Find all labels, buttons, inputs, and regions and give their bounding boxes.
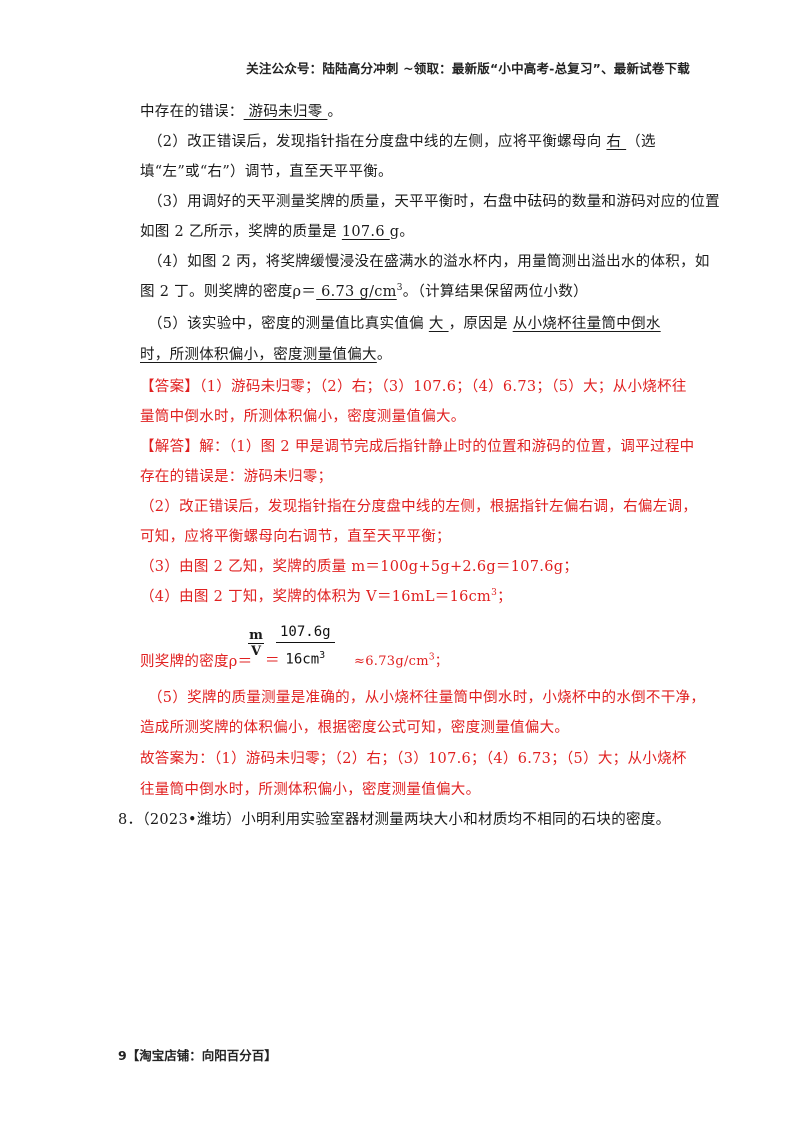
- solution-line-6: （4）由图 2 丁知，奖牌的体积为 V＝16mL＝16cm3；: [140, 585, 512, 606]
- superscript: 3: [319, 650, 326, 661]
- equals-sign: ＝: [265, 653, 280, 669]
- superscript: 3: [396, 283, 403, 294]
- question-item-5-line-1: （5）该实验中，密度的测量值比真实值偏 大 ，原因是 从小烧杯往量筒中倒水: [148, 312, 661, 333]
- answer-blank: 右: [606, 134, 627, 150]
- answer-blank: 时，所测体积偏小，密度测量值偏大: [140, 347, 377, 363]
- solution-line-2: 存在的错误是：游码未归零；: [140, 469, 333, 485]
- question-item-2-line-2: 填“左”或“右”）调节，直至天平平衡。: [140, 164, 393, 180]
- denominator: V: [250, 644, 262, 659]
- numerator: m: [248, 628, 264, 644]
- solution-line-9: 故答案为：（1）游码未归零；（2）右；（3）107.6；（4）6.73；（5）大…: [140, 751, 687, 767]
- question-line-1: 中存在的错误： 游码未归零 。: [140, 100, 342, 121]
- solution-line-1: 【解答】解：（1）图 2 甲是调节完成后指针静止时的位置和游码的位置，调平过程中: [140, 439, 695, 455]
- answer-blank: 大: [428, 316, 449, 332]
- text: （4）由图 2 丁知，奖牌的体积为 V＝16mL＝16cm: [140, 589, 492, 605]
- solution-line-10: 往量筒中倒水时，所测体积偏小，密度测量值偏大。: [140, 782, 481, 798]
- denominator: 16cm3: [276, 643, 335, 671]
- solution-line-7: （5）奖牌的质量测量是准确的，从小烧杯往量筒中倒水时，小烧杯中的水倒不干净，: [148, 690, 706, 706]
- text: 如图 2 乙所示，奖牌的质量是: [140, 224, 342, 240]
- text: g。: [389, 224, 415, 240]
- solution-line-3: （2）改正错误后，发现指针指在分度盘中线的左侧，根据指针左偏右调，右偏左调，: [140, 499, 698, 515]
- text: （选: [626, 134, 656, 150]
- text: ；: [497, 589, 512, 605]
- answer-blank: 107.6: [341, 224, 390, 240]
- numerator: 107.6g: [276, 622, 335, 643]
- question-item-2-line-1: （2）改正错误后，发现指针指在分度盘中线的左侧，应将平衡螺母向 右 （选: [148, 130, 656, 151]
- answer-blank: 从小烧杯往量筒中倒水: [512, 316, 661, 332]
- solution-line-8: 造成所测奖牌的体积偏小，根据密度公式可知，密度测量值偏大。: [140, 720, 570, 736]
- text: 。（计算结果保留两位小数）: [402, 284, 588, 300]
- answer-line-1: 【答案】（1）游码未归零；（2）右；（3）107.6；（4）6.73；（5）大；…: [140, 379, 687, 395]
- next-question: 8．（2023•潍坊）小明利用实验室器材测量两块大小和材质均不相同的石块的密度。: [118, 812, 671, 828]
- solution-line-4: 可知，应将平衡螺母向右调节，直至天平平衡；: [140, 529, 451, 545]
- superscript: 3: [491, 588, 498, 599]
- text: 中存在的错误：: [140, 104, 244, 120]
- approx-result: ≈6.73g/cm3；: [354, 650, 448, 669]
- solution-line-5: （3）由图 2 乙知，奖牌的质量 m＝100g+5g+2.6g＝107.6g；: [140, 559, 579, 575]
- question-item-5-line-2: 时，所测体积偏小，密度测量值偏大。: [140, 343, 392, 364]
- text: 16cm: [285, 651, 320, 668]
- fraction-m-over-v: m V: [248, 628, 264, 660]
- text: 图 2 丁。则奖牌的密度ρ＝: [140, 284, 317, 300]
- page-header: 关注公众号：陆陆高分冲刺 ~领取：最新版“小中高考-总复习”、最新试卷下载: [246, 61, 690, 76]
- page-number: 9: [118, 1048, 127, 1063]
- text: （5）该实验中，密度的测量值比真实值偏: [148, 316, 429, 332]
- unit: g/cm: [359, 284, 397, 300]
- question-item-3-line-1: （3）用调好的天平测量奖牌的质量，天平平衡时，右盘中砝码的数量和游码对应的位置: [148, 194, 720, 210]
- text: 。: [327, 104, 343, 120]
- answer-line-2: 量筒中倒水时，所测体积偏小，密度测量值偏大。: [140, 409, 466, 425]
- text: ≈6.73g/cm: [354, 654, 429, 669]
- answer-blank: 游码未归零: [243, 104, 328, 120]
- text: 。: [376, 347, 392, 363]
- fraction-values: 107.6g 16cm3: [276, 622, 335, 671]
- text: ，原因是: [448, 316, 513, 332]
- answer-blank: 6.73: [316, 284, 360, 300]
- question-item-4-line-1: （4）如图 2 丙，将奖牌缓慢浸没在盛满水的溢水杯内，用量筒测出溢出水的体积，如: [148, 254, 710, 270]
- density-formula: m V ＝ 107.6g 16cm3 ≈6.73g/cm3；: [148, 622, 448, 674]
- page-footer: 9【淘宝店铺：向阳百分百】: [118, 1045, 277, 1064]
- density-formula-prefix: 则奖牌的密度ρ＝: [140, 654, 253, 670]
- shop-label: 【淘宝店铺：向阳百分百】: [126, 1048, 277, 1063]
- superscript: 3: [428, 652, 435, 663]
- text: （2）改正错误后，发现指针指在分度盘中线的左侧，应将平衡螺母向: [148, 134, 607, 150]
- question-item-3-line-2: 如图 2 乙所示，奖牌的质量是 107.6 g。: [140, 220, 414, 241]
- text: ；: [434, 654, 449, 669]
- question-item-4-line-2: 图 2 丁。则奖牌的密度ρ＝ 6.73 g/cm3。（计算结果保留两位小数）: [140, 280, 588, 301]
